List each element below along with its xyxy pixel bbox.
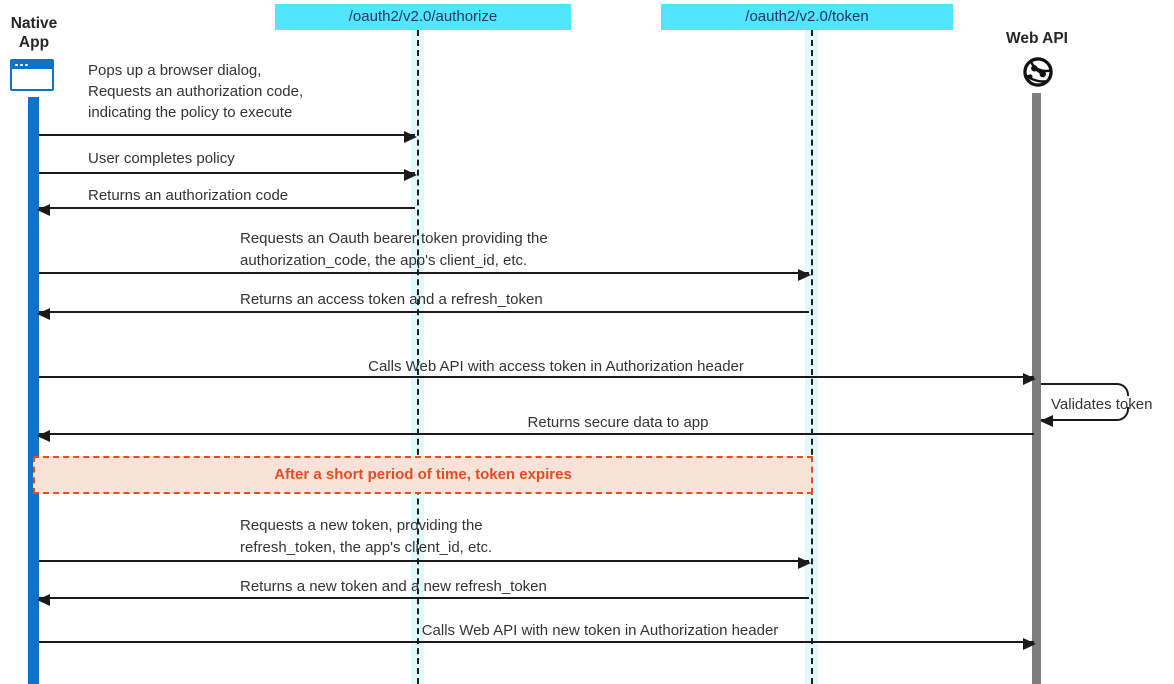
web-api-lifeline-bar bbox=[1032, 93, 1041, 684]
browser-titlebar bbox=[12, 61, 52, 69]
token-lifeline bbox=[811, 30, 813, 684]
browser-window-icon bbox=[10, 59, 54, 91]
message-arrow bbox=[39, 131, 417, 143]
browser-dot-icon bbox=[15, 63, 18, 67]
message-label: Returns a new token and a new refresh_to… bbox=[240, 578, 547, 595]
message-arrow bbox=[39, 557, 811, 569]
message-label: Returns an authorization code bbox=[88, 187, 289, 204]
token-endpoint-header: /oauth2/v2.0/token bbox=[661, 4, 953, 30]
message-label: Pops up a browser dialog, Requests an au… bbox=[88, 62, 304, 121]
globe-network-icon bbox=[1023, 57, 1053, 87]
message-arrow bbox=[37, 308, 809, 320]
message-label: Calls Web API with access token in Autho… bbox=[368, 358, 744, 375]
message-label: Returns secure data to app bbox=[527, 414, 709, 431]
native-app-activation-bar bbox=[28, 97, 39, 684]
native-app-label: Native App bbox=[10, 15, 58, 51]
message-label: User completes policy bbox=[88, 150, 235, 167]
message-arrow bbox=[39, 169, 417, 181]
browser-dot-icon bbox=[20, 63, 23, 67]
message-arrow bbox=[39, 269, 811, 281]
authorize-lifeline bbox=[417, 30, 419, 684]
browser-dot-icon bbox=[25, 63, 28, 67]
self-message-arrowhead bbox=[1040, 415, 1053, 427]
self-message-loop-bottom bbox=[1041, 407, 1129, 421]
message-arrow bbox=[37, 430, 1034, 442]
authorize-endpoint-header: /oauth2/v2.0/authorize bbox=[275, 4, 571, 30]
web-api-label: Web API bbox=[1005, 30, 1068, 47]
message-label: Requests an Oauth bearer token providing… bbox=[240, 230, 548, 269]
note-token-expires: After a short period of time, token expi… bbox=[33, 456, 813, 494]
message-arrow bbox=[39, 373, 1036, 385]
message-arrow bbox=[37, 204, 415, 216]
message-label: Returns an access token and a refresh_to… bbox=[240, 291, 543, 308]
message-arrow bbox=[39, 638, 1036, 650]
message-label: Calls Web API with new token in Authoriz… bbox=[421, 622, 779, 639]
message-label: Requests a new token, providing the refr… bbox=[240, 517, 493, 556]
self-message-loop-top bbox=[1041, 383, 1129, 396]
message-arrow bbox=[37, 594, 809, 606]
